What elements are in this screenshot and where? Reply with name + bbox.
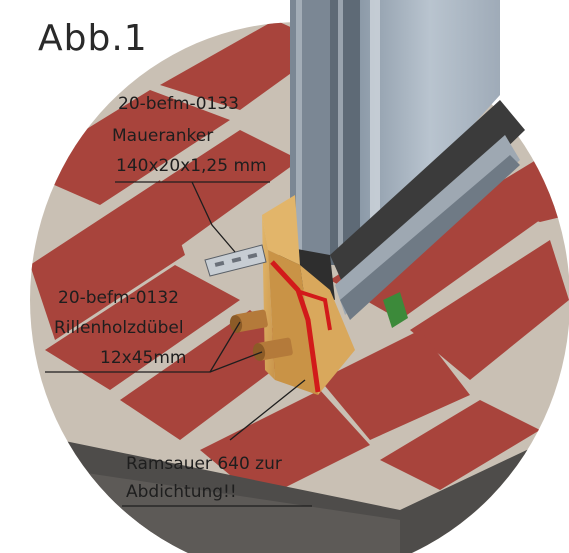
anchor-name-label: Maueranker (112, 126, 214, 146)
anchor-size-label: 140x20x1,25 mm (116, 156, 267, 176)
wooden-block (262, 195, 355, 395)
figure-title: Abb.1 (38, 18, 148, 59)
anchor-code-label: 20-befm-0133 (118, 94, 239, 114)
dowel-name-label: Rillenholzdübel (54, 318, 184, 338)
wooden-dowels (229, 309, 293, 361)
seal-leader (229, 379, 306, 441)
sealing-note-line2: Abdichtung!! (126, 482, 237, 502)
glass-pane (360, 0, 500, 250)
wall-anchor (204, 244, 267, 277)
sealing-note-line1: Ramsauer 640 zur (126, 454, 282, 474)
sealing-tape (270, 260, 321, 393)
dowel-size-label: 12x45mm (100, 348, 187, 368)
leader-lines (45, 181, 312, 507)
anchor-leader (191, 181, 236, 253)
dowel-code-label: 20-befm-0132 (58, 288, 179, 308)
